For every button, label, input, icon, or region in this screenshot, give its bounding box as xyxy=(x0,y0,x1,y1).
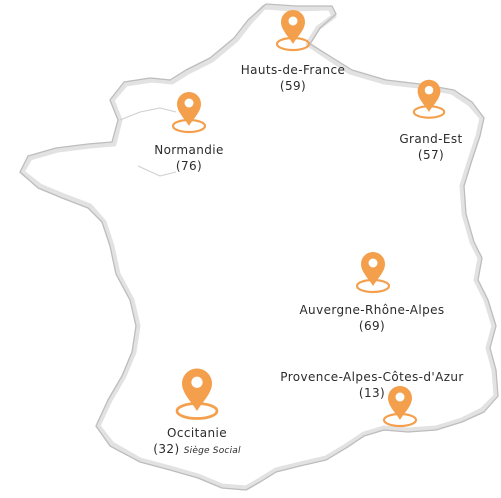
location-pin-icon xyxy=(175,368,219,420)
region-name: Auvergne-Rhône-Alpes xyxy=(299,303,445,317)
region-name: Normandie xyxy=(154,143,224,157)
location-pin-icon xyxy=(382,386,418,428)
pin-hole xyxy=(288,16,298,26)
pin-body xyxy=(182,368,212,411)
pin-hole xyxy=(368,258,378,268)
location-pin-icon xyxy=(412,79,446,119)
pin-body xyxy=(361,252,385,286)
pin-body xyxy=(417,79,441,112)
region-label-auvergne-rhone-alpes: Auvergne-Rhône-Alpes (69) xyxy=(299,302,444,334)
location-pin-icon xyxy=(171,92,207,134)
region-label-occitanie: Occitanie (32) Siège Social xyxy=(153,425,240,459)
pin-hole xyxy=(424,85,434,95)
region-code: (76) xyxy=(175,159,203,173)
region-code: (59) xyxy=(279,79,307,93)
pin-hole xyxy=(184,98,194,108)
location-pin-icon xyxy=(355,252,391,294)
outline-detail-west xyxy=(119,107,177,177)
pin-body xyxy=(388,386,412,420)
region-label-normandie: Normandie (76) xyxy=(154,142,224,174)
region-code: (57) xyxy=(417,148,445,162)
pin-body xyxy=(177,92,201,126)
pin-hole xyxy=(395,392,405,402)
region-label-provence-alpes-cotes-dazur: Provence-Alpes-Côtes-d'Azur (13) xyxy=(280,369,463,401)
region-name: Occitanie xyxy=(167,426,227,440)
head-office-note: Siège Social xyxy=(183,446,241,456)
france-outline xyxy=(19,3,499,491)
france-outline-line xyxy=(19,3,499,491)
region-label-hauts-de-france: Hauts-de-France (59) xyxy=(241,62,346,94)
france-outline-shadow xyxy=(19,4,499,491)
region-name: Provence-Alpes-Côtes-d'Azur xyxy=(280,370,464,384)
region-label-grand-est: Grand-Est (57) xyxy=(399,131,462,163)
region-name: Grand-Est xyxy=(399,132,463,146)
location-pin-icon xyxy=(275,10,311,52)
region-name: Hauts-de-France xyxy=(240,63,346,77)
pin-body xyxy=(281,10,305,44)
region-code: (69) xyxy=(358,319,386,333)
region-code: (13) xyxy=(358,386,386,400)
pin-hole xyxy=(191,376,203,388)
region-code: (32) xyxy=(153,442,180,456)
region-pins xyxy=(171,10,446,428)
region-code-line: (32) Siège Social xyxy=(153,441,240,459)
